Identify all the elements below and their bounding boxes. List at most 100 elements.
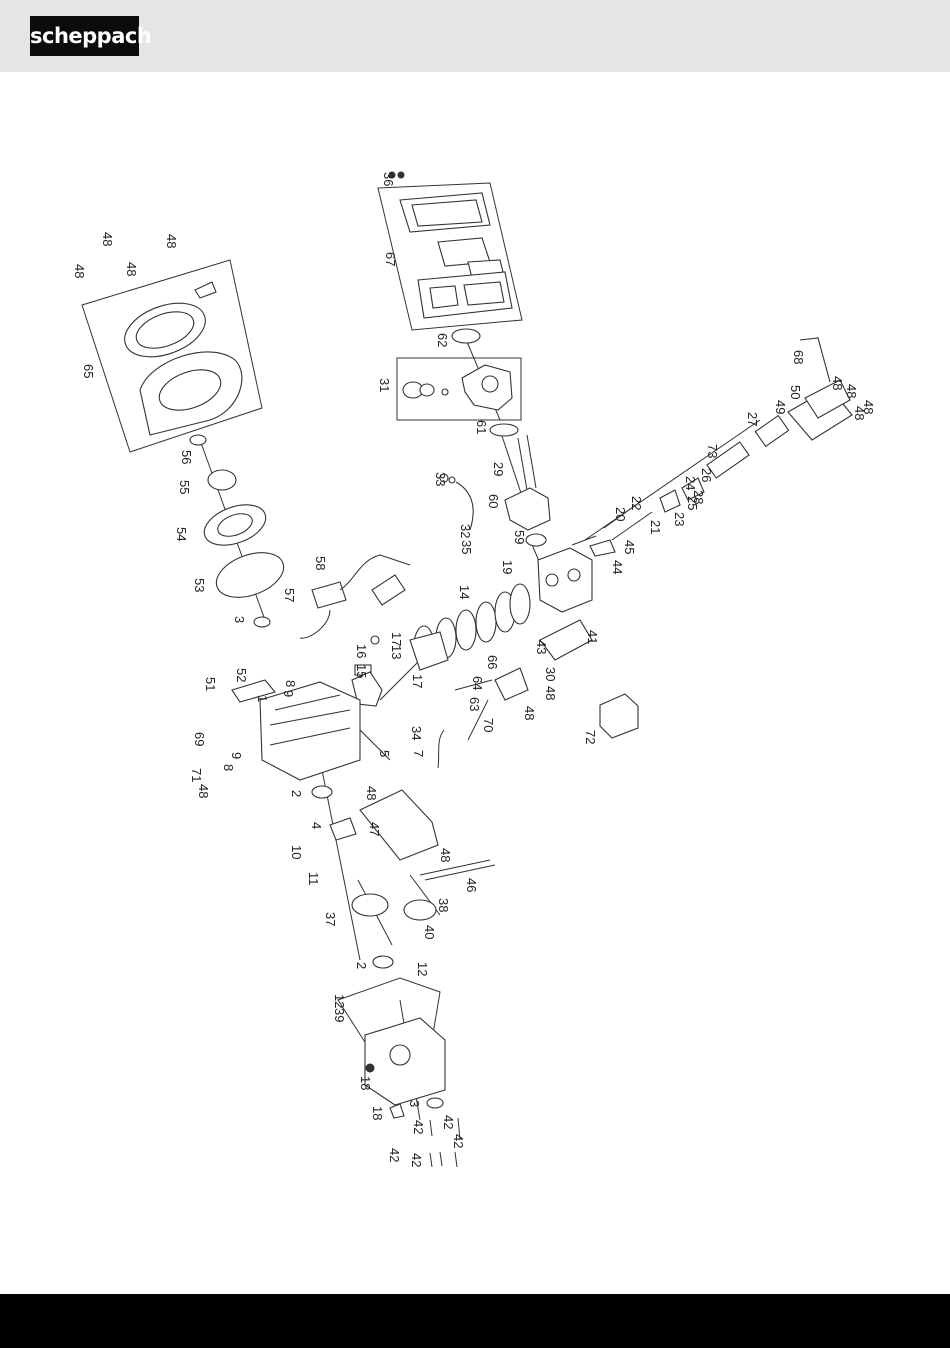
- part-label: 47: [367, 822, 382, 836]
- part-label: 48: [830, 376, 845, 390]
- part-label: 22: [629, 496, 644, 510]
- part-label: 10: [289, 845, 304, 859]
- part-label: 8: [221, 764, 236, 771]
- part-label: 31: [377, 378, 392, 392]
- part-label: 54: [174, 527, 189, 541]
- part-label: 36: [381, 172, 396, 186]
- part-label: 18: [358, 1076, 373, 1090]
- part-label: 39: [332, 1008, 347, 1022]
- part-label: 58: [313, 556, 328, 570]
- part-label: 5: [377, 750, 392, 757]
- part-label: 45: [622, 540, 637, 554]
- part-label: 70: [481, 718, 496, 732]
- part-label: 24: [683, 476, 698, 490]
- flywheel-assembly: [190, 435, 290, 627]
- part-label: 71: [189, 768, 204, 782]
- part-label: 17: [410, 674, 425, 688]
- air-filter-assembly: [378, 172, 522, 343]
- part-label: 64: [470, 676, 485, 690]
- part-label: 65: [81, 364, 96, 378]
- part-label: 32: [458, 524, 473, 538]
- part-label: 48: [196, 784, 211, 798]
- part-label: 48: [72, 264, 87, 278]
- part-label: 48: [164, 234, 179, 248]
- part-label: 72: [583, 730, 598, 744]
- part-label: 12: [415, 962, 430, 976]
- part-label: 19: [500, 560, 515, 574]
- part-label: 48: [852, 406, 867, 420]
- part-label: 43: [534, 640, 549, 654]
- recoil-starter: [82, 260, 262, 452]
- part-label: 59: [512, 530, 527, 544]
- part-label: 11: [306, 872, 321, 886]
- part-label: 20: [613, 507, 628, 521]
- part-label: 48: [100, 232, 115, 246]
- part-label: 66: [485, 655, 500, 669]
- intake-parts: [440, 435, 550, 546]
- part-label: 48: [364, 786, 379, 800]
- part-label: 42: [441, 1115, 456, 1129]
- part-label: 69: [192, 732, 207, 746]
- part-label: 62: [435, 333, 450, 347]
- part-label: 15: [354, 664, 369, 678]
- part-label: 48: [844, 384, 859, 398]
- part-label: 12: [332, 994, 347, 1008]
- part-label: 40: [422, 925, 437, 939]
- part-label: 41: [585, 630, 600, 644]
- part-label: 2: [354, 962, 369, 969]
- part-label: 48: [438, 848, 453, 862]
- part-label: 4: [309, 822, 324, 829]
- part-label: 67: [383, 252, 398, 266]
- part-label: 56: [179, 450, 194, 464]
- exploded-parts-diagram: 36 67 62 31 61 29 33 60 32 35 59 19 14 5…: [0, 72, 950, 1294]
- part-label: 38: [436, 898, 451, 912]
- part-label: 18: [370, 1106, 385, 1120]
- part-label: 68: [791, 350, 806, 364]
- part-label: 63: [467, 697, 482, 711]
- part-label: 48: [543, 686, 558, 700]
- crankshaft-assembly: [312, 786, 495, 968]
- part-label: 44: [610, 560, 625, 574]
- page-header: scheppach: [0, 0, 950, 72]
- part-label: 55: [177, 480, 192, 494]
- part-label: 42: [451, 1134, 466, 1148]
- part-label: 42: [409, 1153, 424, 1167]
- part-label: 48: [124, 262, 139, 276]
- part-label: 42: [387, 1148, 402, 1162]
- part-label: 37: [323, 912, 338, 926]
- part-label: 60: [486, 494, 501, 508]
- part-label: 27: [745, 412, 760, 426]
- part-label: 48: [522, 706, 537, 720]
- part-label: 16: [354, 644, 369, 658]
- part-label: 50: [788, 385, 803, 399]
- part-label: 57: [282, 588, 297, 602]
- part-label: 30: [543, 667, 558, 681]
- part-label: 61: [474, 420, 489, 434]
- part-label: 3: [232, 616, 247, 623]
- part-label: 8: [283, 680, 298, 687]
- part-label: 33: [433, 472, 448, 486]
- lower-crankcase: [338, 978, 445, 1118]
- part-label: 51: [203, 677, 218, 691]
- part-label: 34: [409, 726, 424, 740]
- part-label: 1: [255, 695, 270, 702]
- part-label: 9: [281, 690, 296, 697]
- part-label: 35: [459, 540, 474, 554]
- part-label: 14: [457, 585, 472, 599]
- fuel-tank: [600, 694, 638, 738]
- part-label: 21: [648, 520, 663, 534]
- part-label: 13: [389, 645, 404, 659]
- part-label: 42: [411, 1120, 426, 1134]
- part-label: 26: [699, 468, 714, 482]
- part-label: 29: [491, 462, 506, 476]
- part-label: 73: [705, 444, 720, 458]
- part-label: 46: [464, 878, 479, 892]
- cylinder-head: [538, 536, 615, 612]
- page-footer: [0, 1294, 950, 1348]
- carburetor-assembly: [397, 358, 521, 436]
- part-label: 52: [234, 668, 249, 682]
- part-label: 3: [407, 1100, 422, 1107]
- part-label: 25: [685, 496, 700, 510]
- part-label: 53: [192, 578, 207, 592]
- scheppach-logo: scheppach: [30, 16, 139, 56]
